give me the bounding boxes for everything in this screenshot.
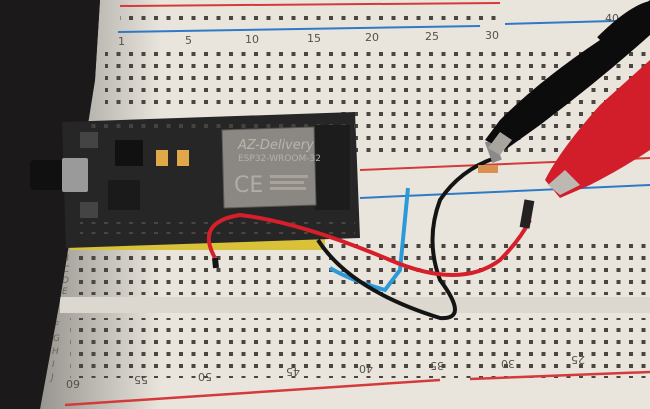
- row-label: I: [52, 360, 55, 370]
- top-number-labels: 1 5 10 15 20 25 30 40: [118, 12, 619, 48]
- capacitor-2: [177, 150, 189, 166]
- module-brand-text: AZ-Delivery: [237, 138, 314, 153]
- col-label: 45: [286, 365, 300, 378]
- esp32-module: AZ-Delivery ESP32-WROOM-32 CE: [221, 126, 321, 209]
- col-label: 50: [198, 370, 212, 383]
- col-label: 60: [66, 377, 80, 390]
- red-wire: [206, 212, 532, 277]
- col-label: 30: [501, 357, 515, 370]
- ce-mark-icon: CE: [234, 173, 263, 198]
- row-label: E: [62, 287, 68, 297]
- col-label: 30: [485, 29, 499, 42]
- black-wire-board: [316, 156, 496, 321]
- usb-uart-chip: [108, 180, 140, 210]
- rail-red-bottom-1: [64, 378, 441, 407]
- row-label: G: [53, 334, 60, 344]
- capacitor-1: [156, 150, 168, 166]
- col-label: 35: [430, 359, 444, 372]
- button-boot: [80, 202, 98, 218]
- black-alligator-clip: [485, 0, 650, 150]
- col-label: 15: [307, 32, 321, 45]
- col-label: 25: [571, 353, 585, 366]
- col-label: 5: [185, 34, 192, 47]
- col-label: 10: [245, 33, 259, 46]
- red-clip-jaw: [548, 170, 580, 195]
- gutter: [60, 297, 650, 313]
- rail-holes-top: [120, 10, 500, 24]
- rail-blue-top: [117, 25, 481, 33]
- orange-component: [478, 165, 498, 173]
- col-label: 1: [118, 35, 125, 48]
- module-model-text: ESP32-WROOM-32: [238, 154, 321, 164]
- button-en: [80, 132, 98, 148]
- black-wire-lower: [212, 257, 219, 269]
- antenna-area: [315, 125, 350, 210]
- pin-row-top: [85, 118, 355, 128]
- bottom-number-labels: 60 55 50 45 40 35 30 25: [66, 353, 585, 390]
- col-label: 40: [359, 362, 373, 375]
- black-clip-wire: [597, 1, 650, 43]
- rail-red-top: [119, 2, 501, 7]
- row-label: H: [52, 347, 59, 357]
- red-alligator-clip: [545, 60, 650, 198]
- row-label: F: [54, 321, 60, 331]
- row-label: J: [49, 373, 54, 383]
- rail-red-bottom-2: [469, 370, 650, 381]
- row-label: D: [62, 276, 69, 286]
- jumper-pin-red: [519, 199, 535, 229]
- row-label: C: [63, 265, 70, 275]
- usb-port: [62, 158, 88, 192]
- col-label: 20: [365, 31, 379, 44]
- black-clip-jaw: [488, 132, 512, 155]
- regulator: [115, 140, 143, 166]
- col-label: 25: [425, 30, 439, 43]
- blue-jumper-wire: [328, 187, 410, 293]
- col-label: 55: [134, 373, 148, 386]
- hole-field-lower: [70, 318, 650, 378]
- background-left: [0, 0, 100, 409]
